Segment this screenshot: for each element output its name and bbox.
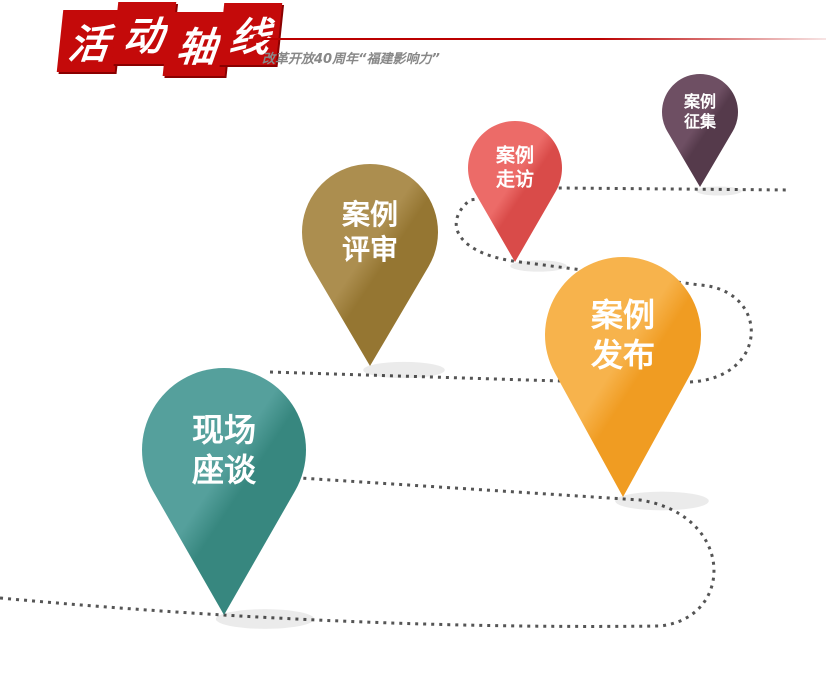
- pin-label-line: 现场: [191, 411, 257, 449]
- pin-label-line: 案例: [590, 296, 656, 334]
- pin-label-line: 发布: [590, 336, 656, 374]
- pin-shadow: [215, 609, 315, 629]
- pin-label-line: 评审: [341, 233, 399, 266]
- pin-shadow: [363, 361, 445, 379]
- pin-label-line: 案例: [341, 198, 399, 231]
- header-dot: [253, 34, 262, 43]
- pin-shadow: [696, 186, 742, 196]
- pin-label-visit: 案例走访: [496, 144, 534, 192]
- subtitle: 改革开放40周年“福建影响力”: [262, 52, 440, 67]
- pin-label-line: 案例: [495, 144, 535, 167]
- pin-shadow: [510, 260, 567, 272]
- pin-label-review: 案例评审: [342, 197, 398, 267]
- map-pin-forum: [142, 368, 306, 615]
- header-rule: [258, 38, 826, 40]
- pin-label-line: 征集: [683, 112, 717, 131]
- map-pin-visit: [467, 121, 562, 262]
- map-pin-collect: [661, 74, 738, 187]
- pin-label-forum: 现场座谈: [192, 410, 256, 490]
- dotted-path: [0, 186, 791, 628]
- pin-shadow: [615, 491, 709, 511]
- pin-label-collect: 案例征集: [684, 92, 716, 132]
- pin-label-line: 走访: [495, 168, 535, 190]
- pin-label-line: 案例: [683, 92, 717, 111]
- pin-label-publish: 案例发布: [591, 295, 655, 375]
- map-pin-publish: [545, 257, 701, 497]
- pin-label-line: 座谈: [191, 451, 257, 489]
- map-pin-review: [302, 164, 438, 366]
